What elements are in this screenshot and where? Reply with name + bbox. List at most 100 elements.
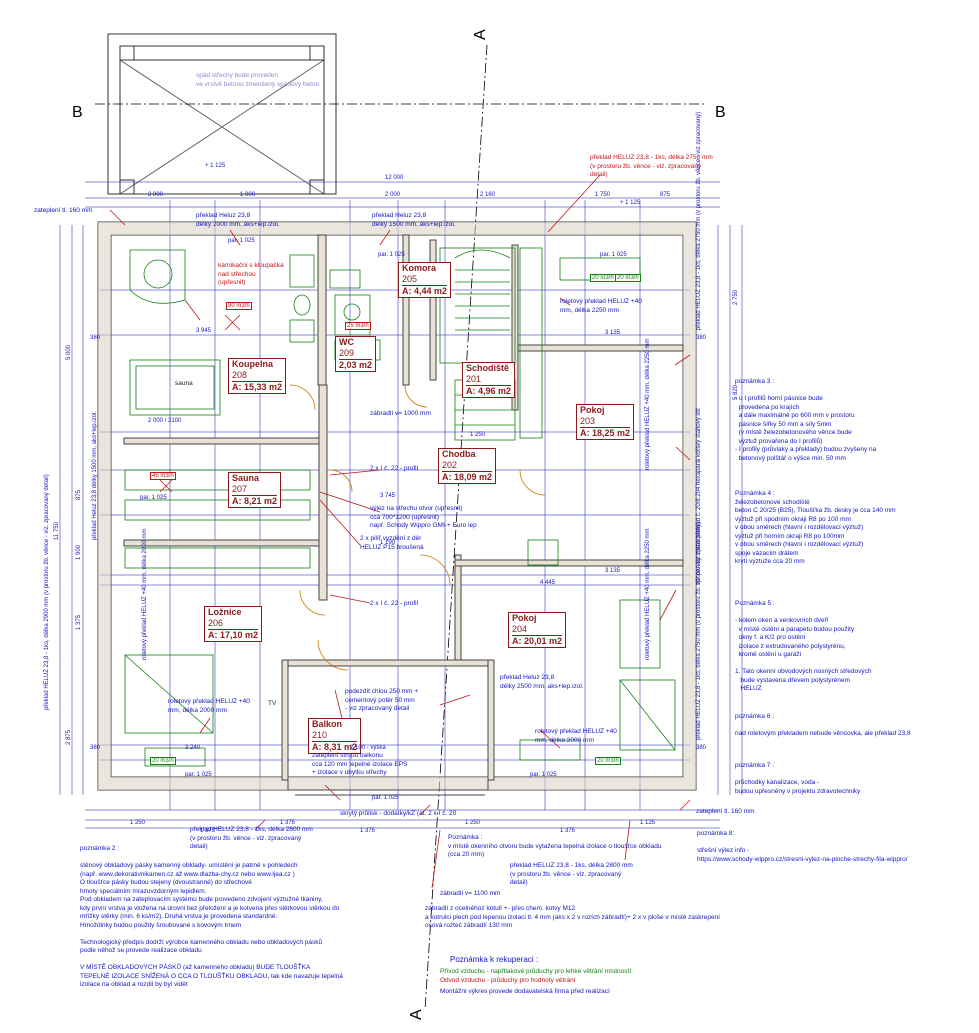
balcony bbox=[287, 665, 489, 796]
room-number: 209 bbox=[339, 348, 355, 358]
lintel-note-room-204: překlad Heluz 23,8 délky 2500 mm, aks+le… bbox=[500, 674, 584, 690]
dim-parapet: par. 1 025 bbox=[378, 252, 405, 258]
dim-3135-b: 3 135 bbox=[605, 568, 621, 574]
dim-top: 2 000 bbox=[385, 192, 401, 198]
room-name: WC bbox=[339, 337, 354, 347]
dim-2100: 2 100 - výška bbox=[350, 745, 386, 751]
dim-parapet: par. 1 025 bbox=[600, 252, 627, 258]
dim-parapet: par. 1 025 bbox=[372, 795, 399, 801]
note-4: Poznámka 4 : železobetonové schodiště be… bbox=[735, 490, 896, 565]
room-area: A: 17,10 m2 bbox=[208, 629, 259, 640]
room-tag-loznice: Ložnice 206 A: 17,10 m2 bbox=[204, 606, 263, 642]
roller-lintel-note-bedroom: roletový překlad HELUZ +40 mm, délka 200… bbox=[168, 698, 250, 714]
recuperation-supply: Přívod vzduchu - napřtlakové průduchy pr… bbox=[440, 968, 632, 975]
room-tag-sauna: Sauna 207 A: 8,21 m2 bbox=[228, 472, 282, 508]
screed-note: podezdít chlou 250 mm + cementový potěr … bbox=[345, 688, 419, 712]
room-tag-komora: Komora 205 A: 4,44 m2 bbox=[398, 262, 452, 298]
section-mark-a-bottom: A bbox=[408, 1009, 425, 1020]
section-mark-a-top: A bbox=[472, 29, 489, 40]
beam-note-2: 2 x I č. 22 - profil bbox=[370, 600, 419, 607]
staircase bbox=[439, 247, 543, 441]
note-6: poznámka 6 : nad roletovým překladem neb… bbox=[735, 713, 911, 737]
roof-note: spád střechy bude proveden ve vrstvě bet… bbox=[196, 72, 320, 88]
insulation-note-top: zateplení tl. 160 mm bbox=[34, 207, 93, 214]
room-name: Koupelna bbox=[232, 359, 274, 369]
dim-bottom: 1 250 bbox=[465, 820, 481, 826]
note-7: poznámka 7 : průchodky kanalizace, voda … bbox=[735, 762, 861, 795]
room-number: 205 bbox=[402, 274, 418, 284]
dim-top: 1 000 bbox=[240, 192, 256, 198]
lintel-note-bathroom: překlad Heluz 23,8 délky 2000 mm, aks+le… bbox=[196, 212, 280, 228]
dim-top: 875 bbox=[660, 192, 671, 198]
dim-bottom: 1 375 bbox=[280, 820, 296, 826]
vent-label: 20 m3/h bbox=[615, 274, 641, 282]
lintel-note-pantry: překlad Heluz 23,8 délky 1500 mm, aks+le… bbox=[372, 212, 456, 228]
dim-380: 380 bbox=[696, 335, 707, 341]
room-name: Chodba bbox=[442, 449, 476, 459]
dim-top: + 1 125 bbox=[205, 163, 226, 169]
dim-left: 2 875 bbox=[66, 729, 72, 745]
dim-left-total: 11 750 bbox=[54, 522, 60, 540]
bathroom-fixtures bbox=[129, 249, 381, 416]
roller-lintel-note-room-204: roletový překlad HELUZ +40 mm, délka 200… bbox=[535, 728, 617, 744]
dim-875: 875 bbox=[76, 489, 82, 500]
dim-3135: 3 135 bbox=[605, 330, 621, 336]
dim-top: 2 000 bbox=[148, 192, 164, 198]
pillar-note: 2 x pilíř vyzdění z děr HELUZ P15 brouše… bbox=[360, 535, 424, 551]
dim-top: 2 160 bbox=[480, 192, 496, 198]
balcony-insulation-note: zateplení stropu balkonu cca 120 mm tepe… bbox=[312, 752, 408, 776]
room-tag-balkon: Balkon 210 A: 8,31 m2 bbox=[308, 718, 362, 754]
dim-top: 1 750 bbox=[595, 192, 611, 198]
room-number: 201 bbox=[466, 374, 482, 384]
room-area: A: 18,25 m2 bbox=[580, 427, 631, 438]
room-tag-pokoj-204: Pokoj 204 A: 20,01 m2 bbox=[508, 612, 567, 648]
wall-fill bbox=[98, 222, 696, 790]
room-area: A: 18,09 m2 bbox=[442, 471, 493, 482]
dim-parapet: par. 1 025 bbox=[530, 772, 557, 778]
dim-bottom: 1 375 bbox=[560, 828, 576, 834]
room-tag-schodiste: Schodiště 201 A: 4,96 m2 bbox=[462, 362, 516, 398]
room-number: 208 bbox=[232, 370, 248, 380]
beam-note-1: 2 x I č. 22 - profil bbox=[370, 465, 419, 472]
note-3: poznámka 3 : - u I profilů horní pásnice… bbox=[735, 378, 877, 462]
roller-lintel-note-left: roletový překlad HELUZ +40 mm, délka 200… bbox=[142, 528, 148, 660]
room-number: 207 bbox=[232, 484, 248, 494]
room-tag-wc: WC 209 2,03 m2 bbox=[335, 336, 377, 372]
room-area: 2,03 m2 bbox=[339, 359, 373, 370]
dim-parapet: par. 1 025 bbox=[140, 495, 167, 501]
note-5: Poznámka 5 : - kolem oken a venkovních d… bbox=[735, 600, 872, 692]
dim-right: 2 750 bbox=[733, 289, 739, 305]
lintel-note-bottom-1: překlad HELUZ 23,8 - 1ks, délka 2800 mm … bbox=[190, 826, 313, 850]
room-number: 210 bbox=[312, 730, 328, 740]
room-area: A: 4,44 m2 bbox=[402, 285, 448, 296]
recuperation-montage: Montážní výkres provede dodavatelská fir… bbox=[440, 988, 610, 995]
room-name: Sauna bbox=[232, 473, 260, 483]
note-1: Poznámka : v místě okenního otvoru bude … bbox=[448, 834, 662, 858]
room-number: 204 bbox=[512, 624, 528, 634]
room-tag-koupelna: Koupelna 208 A: 15,33 m2 bbox=[228, 358, 287, 394]
dim-3240: 3 240 bbox=[185, 745, 201, 751]
lintel-note-left: překlad HELUZ 23,8 - 1ks, délka 2900 mm … bbox=[44, 474, 50, 710]
vent-label: 25 m3/h bbox=[345, 322, 371, 330]
dim-4445: 4 445 bbox=[540, 580, 556, 586]
annotation-arrows bbox=[109, 174, 691, 889]
tv-label: TV bbox=[268, 700, 277, 707]
lintel-note-top-right: překlad HELUZ 23,8 - 1ks, délka 2750 mm … bbox=[590, 154, 713, 178]
insulation-note-bottom: zateplení tl. 160 mm bbox=[696, 808, 755, 815]
dim-top: + 1 125 bbox=[620, 200, 641, 206]
room-number: 202 bbox=[442, 460, 458, 470]
recuperation-title: Poznámka k rekuperaci : bbox=[450, 955, 539, 964]
dim-380: 380 bbox=[696, 745, 707, 751]
vent-label: 45 m3/h bbox=[150, 472, 176, 480]
dim-380: 380 bbox=[90, 335, 101, 341]
roller-lintel-note-right-2: roletový překlad HELUZ +40 mm, délka 225… bbox=[645, 528, 651, 660]
roller-lintel-note-right-1: roletový překlad HELUZ +40 mm, délka 225… bbox=[645, 338, 651, 470]
panel-note-right: zpr panely místní překlad č. 20/8.204 he… bbox=[696, 408, 702, 585]
recuperation-exhaust: Odvod vzduchu - průduchy pro hodnoty vět… bbox=[440, 977, 576, 984]
lintel-note-right-1: překlad HELUZ 23,8 - 1ks, délka 2750 mm … bbox=[696, 111, 702, 330]
roller-lintel-note-top: roletový překlad HELUZ +40 mm, délka 225… bbox=[560, 298, 642, 314]
room-area: A: 8,31 m2 bbox=[312, 741, 358, 752]
sauna-text: sauna bbox=[175, 380, 193, 387]
dim-1250: 1 250 bbox=[470, 432, 486, 438]
lintel-note-left-2: překlad Heluz 23,8 délky 1500 mm, aks+le… bbox=[92, 411, 98, 540]
